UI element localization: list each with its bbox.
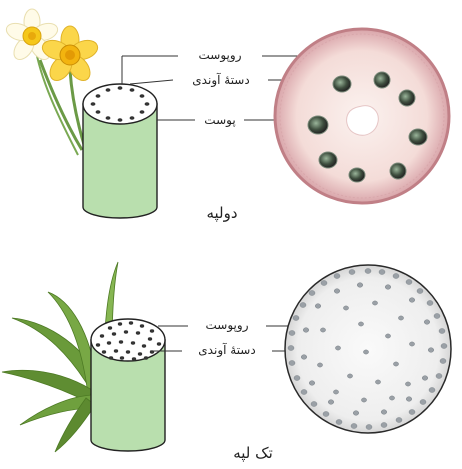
dicot-caption: دولپه [192,204,252,222]
monocot-cross-section [285,265,451,433]
dicot-label-cortex: پوست [196,113,244,127]
monocot-label-epidermis: روپوست [188,318,266,332]
monocot-caption: تک لپه [218,444,288,462]
dicot-label-vascular-bundle: دستهٔ آوندی [174,73,268,87]
dicot-label-epidermis: روپوست [180,48,260,62]
dicot-cross-section [275,29,449,203]
monocot-stem-cylinder [91,319,165,451]
dicot-stem-cylinder [83,84,157,218]
monocot-label-vascular-bundle: دستهٔ آوندی [182,343,272,357]
